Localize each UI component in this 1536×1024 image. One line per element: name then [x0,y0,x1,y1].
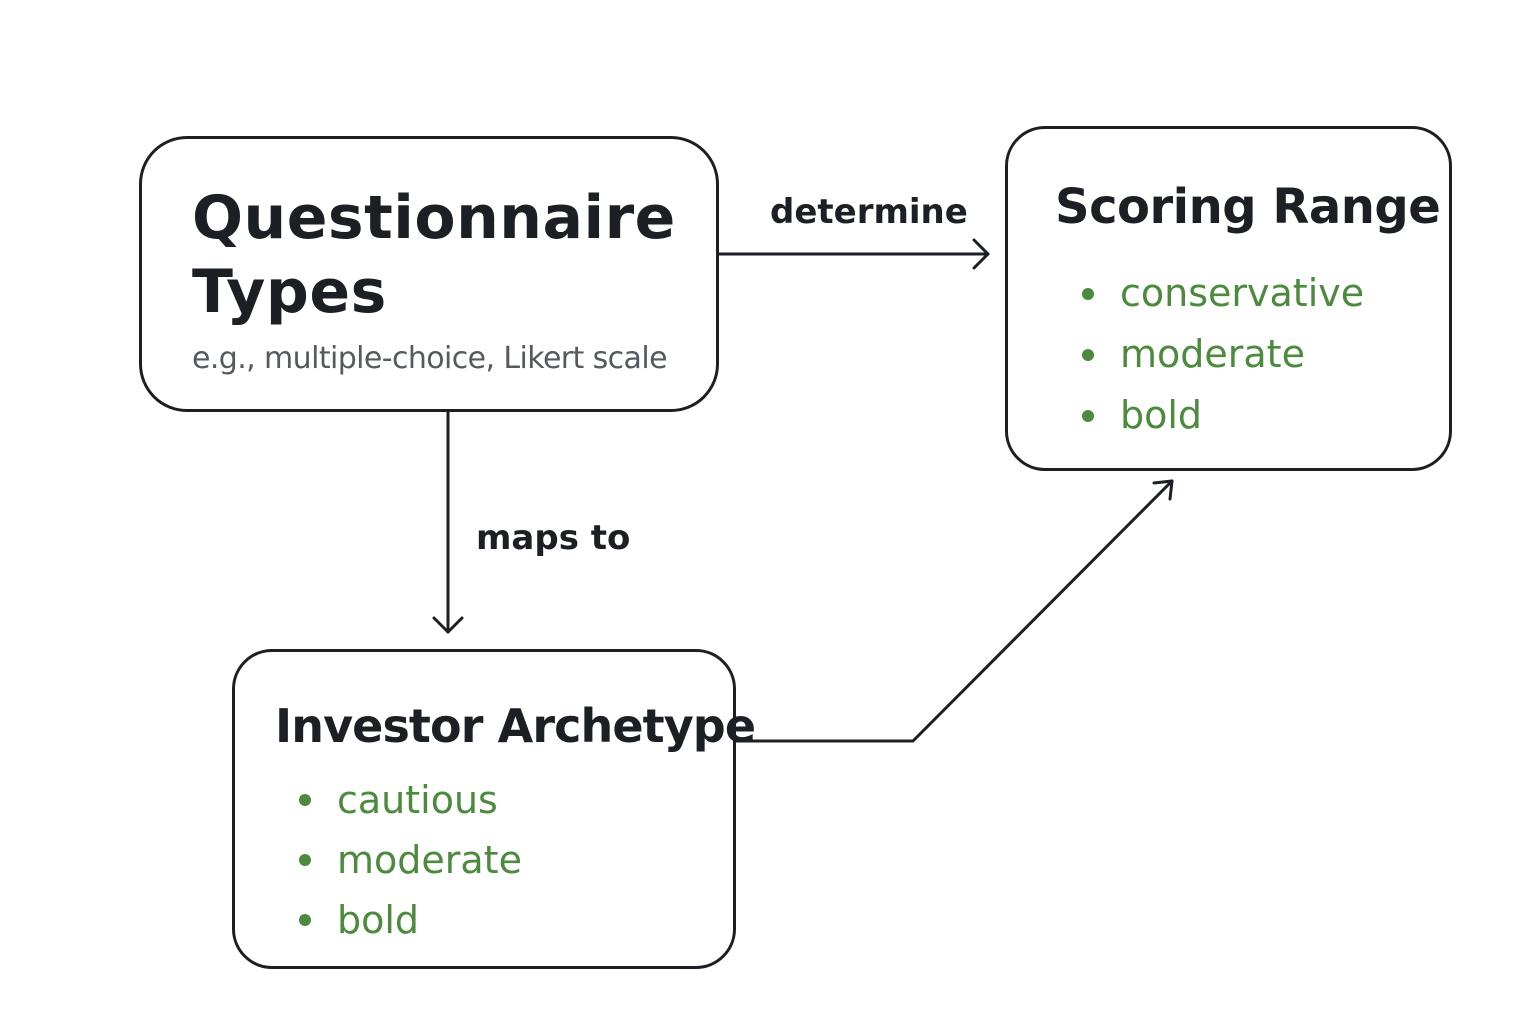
investor-archetype-node: Investor Archetype cautious moderate bol… [232,649,756,969]
list-item-label: bold [337,898,420,942]
list-item-label: bold [1120,393,1203,437]
bullet-icon [299,914,311,926]
investor-archetype-list: cautious moderate bold [299,770,522,950]
list-item: cautious [299,770,522,830]
arrow-investor-to-scoring-head [1152,479,1174,501]
arrow-determine-head [972,238,990,270]
list-item: moderate [299,830,522,890]
bullet-icon [299,854,311,866]
bullet-icon [1082,348,1094,361]
list-item-label: cautious [337,778,498,822]
list-item-label: moderate [1120,332,1305,376]
scoring-range-node: Scoring Range conservative moderate bold [1005,126,1452,471]
edge-label-determine: determine [770,192,968,232]
bullet-icon [1082,287,1094,300]
list-item: bold [299,890,522,950]
list-item: moderate [1082,324,1364,385]
list-item: conservative [1082,263,1364,324]
questionnaire-types-node: Questionnaire Types e.g., multiple-choic… [139,136,719,412]
list-item: bold [1082,385,1364,446]
list-item-label: conservative [1120,271,1365,315]
scoring-range-title: Scoring Range [1055,179,1441,235]
arrow-investor-to-scoring-line [734,479,1174,743]
scoring-range-list: conservative moderate bold [1082,263,1364,446]
questionnaire-types-subtitle: e.g., multiple-choice, Likert scale [192,341,668,376]
edge-label-maps-to: maps to [476,518,631,558]
arrow-maps-to-head [432,616,464,634]
bullet-icon [1082,409,1094,422]
investor-archetype-title: Investor Archetype [275,699,756,753]
bullet-icon [299,794,311,806]
list-item-label: moderate [337,838,522,882]
questionnaire-types-title: Questionnaire Types [192,183,676,327]
